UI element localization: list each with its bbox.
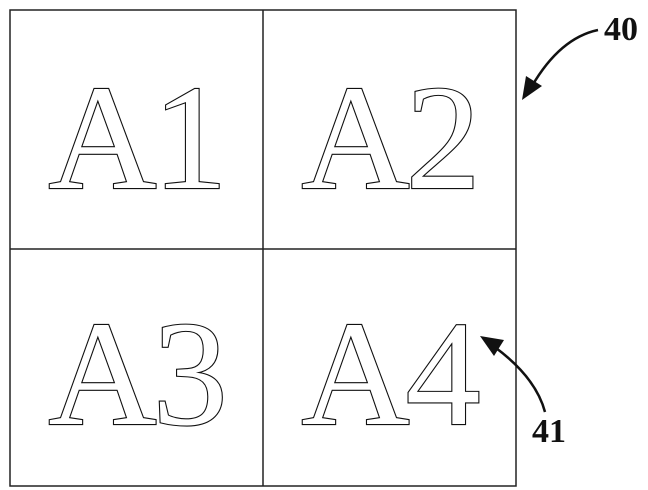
reference-label-40: 40 (604, 11, 638, 48)
arrowhead-40 (522, 76, 542, 100)
cell-a2 (263, 10, 516, 249)
cell-a4 (263, 249, 516, 485)
reference-label-41: 41 (532, 413, 566, 450)
cell-label-a4: A4 (301, 291, 478, 457)
arrowhead-41 (480, 336, 504, 356)
leader-line-41 (495, 347, 547, 413)
cell-label-a1: A1 (48, 55, 223, 221)
cell-label-a2: A2 (301, 55, 476, 221)
cell-label-a3: A3 (48, 291, 223, 457)
cell-a3 (10, 249, 263, 485)
leader-line-40 (530, 28, 599, 87)
cell-a1 (10, 10, 263, 249)
